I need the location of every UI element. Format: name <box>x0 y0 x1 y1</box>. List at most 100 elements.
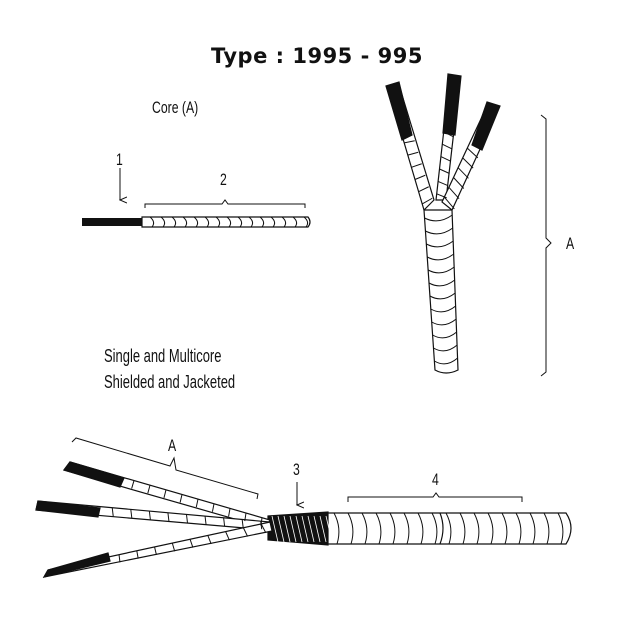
dimension-2-bracket <box>144 199 306 208</box>
tip-middle <box>35 500 101 518</box>
jacket-wrap <box>501 512 508 545</box>
braid-line <box>325 515 333 543</box>
trunk-wrap <box>430 305 457 313</box>
single-core-cable <box>82 168 311 228</box>
branch-wrap <box>437 180 449 187</box>
jacket-wrap <box>361 512 368 545</box>
core-wrap <box>215 216 221 228</box>
core-label: Core (A) <box>152 98 199 117</box>
core-wrap <box>204 216 210 228</box>
core-wrap <box>248 216 254 228</box>
diagram-title: Type : 1995 - 995 <box>211 44 423 68</box>
core-wrap <box>182 216 188 228</box>
core-wrap-lines <box>149 216 309 228</box>
fan-wrap <box>118 554 121 563</box>
trunk-wrap <box>426 240 454 248</box>
core-wrap <box>281 216 287 228</box>
jacket-wrap <box>431 512 438 545</box>
description-line-1: Single and Multicore <box>104 346 222 366</box>
core-conductor <box>82 218 142 226</box>
trunk-wrap <box>433 344 458 352</box>
branch-wrap <box>448 186 460 200</box>
core-insulation <box>141 216 311 228</box>
shield-braid <box>267 511 329 546</box>
core-wrap <box>270 216 276 228</box>
trunk-wrap <box>431 318 457 326</box>
callout-1-label: 1 <box>116 150 123 169</box>
jacket-wrap <box>417 512 424 545</box>
callout-2-label: 2 <box>220 170 227 189</box>
branch-wrap <box>421 197 433 205</box>
fan-wrap <box>211 503 215 512</box>
fan-wrap <box>225 531 230 541</box>
fan-wrap <box>154 546 157 556</box>
tip-middle <box>442 73 462 136</box>
fan-wrap <box>111 507 114 517</box>
multicore-shielded-cable <box>35 461 572 578</box>
trunk-wrap <box>429 292 456 300</box>
jacket-wrap <box>403 512 410 545</box>
core-wrap <box>226 216 232 228</box>
jacket-wrap <box>333 512 340 545</box>
jacket-wrap <box>515 512 522 545</box>
jacket-wrap <box>347 512 354 545</box>
description-line-2: Shielded and Jacketed <box>104 372 236 392</box>
fan-wrap <box>185 514 188 523</box>
braid-lines <box>271 515 333 543</box>
tip-right <box>471 101 501 151</box>
y-wrap-lines <box>404 131 479 365</box>
core-wrap <box>149 216 155 228</box>
fan-wrap <box>163 489 167 498</box>
trunk-wrap <box>427 266 455 274</box>
core-wrap <box>237 216 243 228</box>
braid-line <box>319 515 327 543</box>
branch-wrap <box>414 174 426 180</box>
fan-wrap <box>189 539 194 548</box>
tip-top <box>63 461 125 488</box>
fan-wrap <box>179 494 183 503</box>
multicore-branch-cable <box>385 73 501 374</box>
braid-line <box>295 515 303 543</box>
jacket-wrap <box>459 512 466 545</box>
braid-line <box>313 515 321 543</box>
braid-line <box>283 515 291 543</box>
jacket-wrap <box>557 512 564 545</box>
fan-wrap <box>167 512 170 522</box>
fan-wrap <box>223 517 226 527</box>
fan-wrap <box>131 480 135 489</box>
branch-wrap <box>439 168 450 174</box>
fan-wrap <box>171 542 176 552</box>
callout-3-label: 3 <box>293 460 300 479</box>
branch-wrap <box>407 151 419 156</box>
fan-wrap <box>195 499 199 508</box>
jacket-wrap <box>543 512 550 545</box>
tip-left <box>385 81 413 141</box>
core-wrap <box>259 216 265 228</box>
trunk-wrap <box>428 279 456 287</box>
dimension-a-bottom-bracket <box>71 437 259 500</box>
fan-wrap <box>147 485 151 494</box>
branch-wrap <box>462 157 474 169</box>
fan-wrap <box>260 521 263 530</box>
fan-wrap <box>207 535 212 545</box>
fan-wrap <box>148 511 151 520</box>
core-wrap <box>171 216 177 228</box>
fan-wrap <box>228 508 231 517</box>
fan-wrap-lines <box>111 480 267 563</box>
jacket <box>325 512 572 545</box>
branch-wrap <box>466 147 479 159</box>
trunk-wrap <box>434 357 458 365</box>
core-wrap <box>292 216 298 228</box>
fan-wrap <box>130 509 133 519</box>
jacket-wrap <box>445 512 452 545</box>
fan-wrap <box>260 523 267 534</box>
braid-line <box>289 515 297 543</box>
dimension-4-bracket <box>347 492 523 502</box>
fan-wrap <box>241 519 244 528</box>
trunk-wrap <box>432 331 458 339</box>
dimension-a-vertical-bracket <box>540 114 552 377</box>
branch-wrap <box>443 196 455 210</box>
dimension-a-bottom-label: A <box>168 436 177 455</box>
